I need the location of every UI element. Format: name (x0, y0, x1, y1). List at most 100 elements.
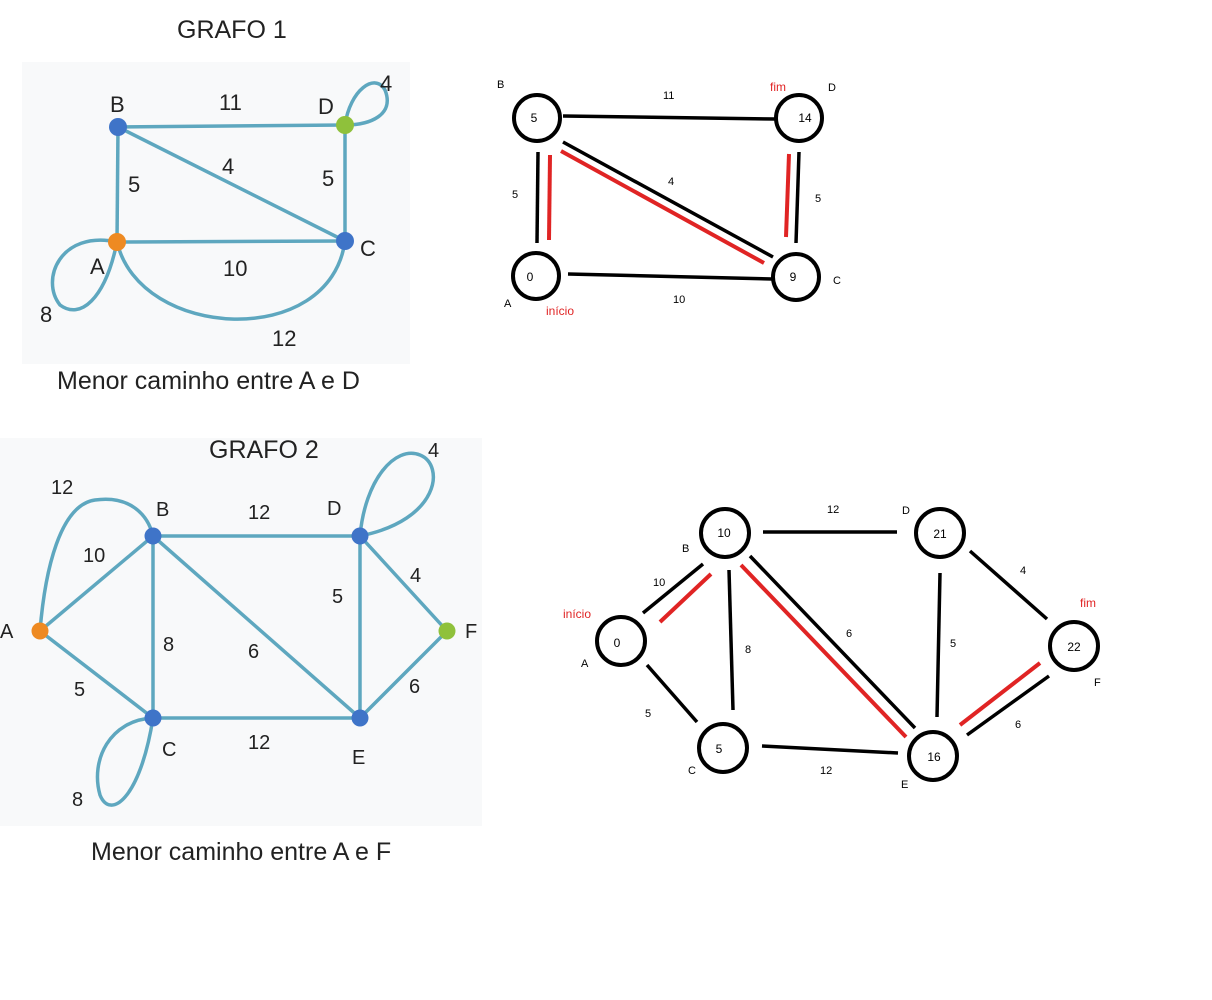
g2-weight-ab: 10 (83, 545, 105, 567)
g2-weight-bc: 8 (163, 634, 174, 656)
g1s-path-ab (547, 154, 552, 241)
g2s-end-label: fim (1080, 596, 1096, 610)
g1-weight-ac: 10 (223, 256, 247, 281)
g1s-edge-ac (567, 272, 773, 281)
g2s-edge-de (935, 572, 942, 718)
g2-weight-bd: 12 (248, 502, 270, 524)
g2s-weight-df: 4 (1020, 565, 1026, 577)
g1s-node-d (774, 93, 824, 143)
g2-label-b: B (156, 499, 169, 521)
g2-weight-ce: 12 (248, 732, 270, 754)
g2s-weight-de: 5 (950, 638, 956, 650)
g1-loop-d (343, 81, 389, 127)
graph1-caption: Menor caminho entre A e D (57, 367, 360, 395)
g2-weight-de: 5 (332, 586, 343, 608)
g2-node-c (144, 709, 162, 727)
g2-label-c: C (162, 739, 176, 761)
graph2-caption: Menor caminho entre A e F (91, 838, 392, 866)
g1s-dist-b: 5 (531, 111, 538, 125)
g2s-node-d (914, 507, 966, 559)
g2s-node-b (699, 507, 751, 559)
g1-node-d (336, 116, 354, 134)
g1s-edge-dc (794, 151, 801, 244)
g1s-edge-bd (562, 114, 776, 121)
g2s-dist-c: 5 (716, 742, 723, 756)
g1s-label-d: D (828, 82, 836, 94)
g2-weight-ac: 5 (74, 679, 85, 701)
g2s-label-b: B (682, 543, 689, 555)
g2s-edge-ac (645, 663, 699, 724)
g1s-label-c: C (833, 275, 841, 287)
g1s-end-label: fim (770, 80, 786, 94)
g2s-label-d: D (902, 505, 910, 517)
g1s-edge-ab (535, 151, 540, 244)
g1-weight-loop-a: 8 (40, 302, 52, 327)
g1-node-c (336, 232, 354, 250)
g1-weight-ac-curve: 12 (272, 326, 296, 351)
g2-edge-ab (38, 534, 155, 633)
g2s-label-e: E (901, 779, 908, 791)
g2s-dist-b: 10 (717, 526, 731, 540)
g2s-weight-bd: 12 (827, 504, 839, 516)
g1s-edge-bc (562, 140, 774, 259)
g2-edge-be (151, 534, 362, 720)
g2s-weight-ac: 5 (645, 708, 651, 720)
g2-node-b (144, 527, 162, 545)
g2s-node-f (1048, 620, 1100, 672)
g2s-dist-d: 21 (933, 527, 947, 541)
g1-label-a: A (90, 254, 105, 279)
g1-label-d: D (318, 94, 334, 119)
g2-weight-df: 4 (410, 565, 421, 587)
g1-node-b (109, 118, 127, 136)
g2s-edge-df (968, 549, 1049, 621)
g1-weight-dc: 5 (322, 166, 334, 191)
g1-node-a (108, 233, 126, 251)
g2s-label-a: A (581, 658, 589, 670)
g1s-dist-c: 9 (790, 270, 797, 284)
g1s-weight-ab: 5 (512, 189, 518, 201)
g1s-node-b (512, 93, 562, 143)
g2-weight-be: 6 (248, 641, 259, 663)
g2-label-e: E (352, 747, 365, 769)
g2s-node-e (907, 730, 959, 782)
g2s-edge-bc (727, 569, 735, 711)
g2-edge-df (358, 534, 449, 633)
g2s-dist-e: 16 (927, 750, 941, 764)
g1s-weight-dc: 5 (815, 193, 821, 205)
g1-edge-bc (117, 125, 346, 243)
g2s-node-a (595, 615, 647, 667)
g2s-weight-ef: 6 (1015, 719, 1021, 731)
g2-loop-c (95, 716, 155, 807)
g2-edge-ef (358, 629, 449, 720)
graph2-background (0, 438, 482, 826)
g1s-start-label: início (546, 304, 574, 318)
g2s-weight-be: 6 (846, 628, 852, 640)
g2s-node-c (697, 722, 749, 774)
g1-weight-loop-d: 4 (380, 71, 392, 96)
g2-node-f (438, 622, 456, 640)
g1s-node-c (771, 252, 821, 302)
g1-edge-ac (116, 239, 346, 244)
g1s-weight-bd: 11 (663, 90, 674, 102)
g2s-path-ab (658, 572, 713, 624)
g2s-label-c: C (688, 765, 696, 777)
g2s-label-f: F (1094, 677, 1101, 689)
g1-loop-a (50, 238, 119, 312)
g2s-weight-ce: 12 (820, 765, 832, 777)
g2-node-e (351, 709, 369, 727)
g1s-dist-d: 14 (798, 111, 812, 125)
g2-weight-loop-c: 8 (72, 789, 83, 811)
g2-node-d (351, 527, 369, 545)
g2-node-a (31, 622, 49, 640)
g2-weight-ef: 6 (409, 676, 420, 698)
g2s-path-ef (958, 661, 1042, 727)
g2s-edge-be (748, 554, 917, 730)
g1-label-c: C (360, 236, 376, 261)
g2s-weight-bc: 8 (745, 644, 751, 656)
g2-edge-ab-curve (38, 497, 155, 632)
g2s-edge-ce (761, 744, 899, 755)
g1-label-b: B (110, 92, 125, 117)
g2s-dist-f: 22 (1067, 640, 1081, 654)
